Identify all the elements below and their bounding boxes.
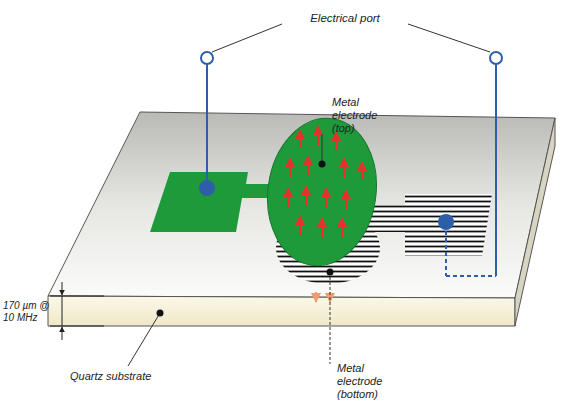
- substrate-top: [48, 112, 555, 298]
- bottom-field-arrows: [316, 292, 330, 302]
- leader-dot: [157, 310, 164, 317]
- substrate-side: [515, 118, 555, 326]
- port-terminal: [490, 52, 502, 64]
- port-terminal: [201, 52, 213, 64]
- port-contact: [438, 214, 454, 230]
- top-electrode: [150, 111, 386, 273]
- part-label: Quartz substrate: [70, 370, 180, 383]
- port-label: Electrical port: [290, 12, 400, 26]
- port-wiring: [207, 64, 496, 276]
- part-label: Metal electrode (bottom): [337, 362, 403, 402]
- field-arrows: [288, 130, 362, 238]
- leader-lines: [128, 24, 490, 366]
- port-contact: [199, 180, 215, 196]
- thickness-dimension: [50, 282, 104, 340]
- substrate-front: [48, 296, 515, 326]
- dimension-label: 170 µm @ 10 MHz: [3, 300, 51, 324]
- leader-dot: [319, 161, 326, 168]
- leader-dot: [327, 269, 334, 276]
- part-label: Metal electrode (top): [332, 96, 396, 136]
